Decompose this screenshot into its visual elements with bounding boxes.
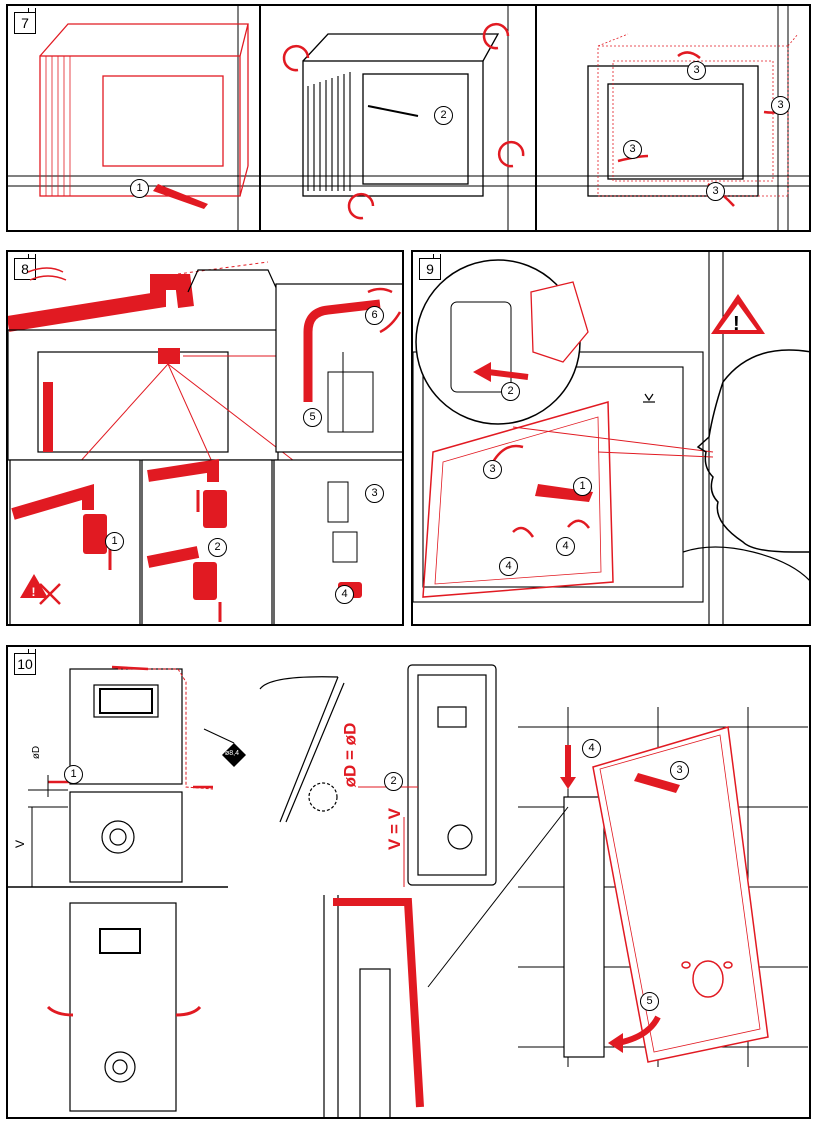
- step-number: 7: [14, 8, 36, 34]
- callout-2: 2: [501, 382, 520, 401]
- step-8-illustration: !: [8, 261, 402, 624]
- callout-3: 3: [365, 484, 384, 503]
- svg-text:!: !: [32, 585, 36, 599]
- level-icon: [643, 393, 655, 403]
- callout-4: 4: [499, 557, 518, 576]
- drill-size-label: ø8,4: [225, 750, 240, 757]
- step-9-illustration: !: [413, 252, 809, 624]
- dimension-d-label: øD: [31, 745, 43, 760]
- step-number: 9: [419, 254, 441, 280]
- callout-1: 1: [64, 765, 83, 784]
- callout-4: 4: [582, 739, 601, 758]
- callout-4: 4: [335, 585, 354, 604]
- step-number: 10: [14, 649, 36, 675]
- svg-text:!: !: [733, 313, 740, 335]
- diameter-equality-label: øD = øD: [340, 722, 360, 788]
- callout-5: 5: [303, 408, 322, 427]
- step-7-panel: 7: [6, 4, 811, 232]
- callout-4: 4: [556, 537, 575, 556]
- callout-2: 2: [384, 772, 403, 791]
- callout-2: 2: [434, 106, 453, 125]
- callout-3: 3: [483, 460, 502, 479]
- callout-2: 2: [208, 538, 227, 557]
- warning-icon: !: [20, 574, 48, 599]
- step-10-panel: 10: [6, 645, 811, 1119]
- callout-3: 3: [623, 140, 642, 159]
- callout-1: 1: [105, 532, 124, 551]
- callout-3: 3: [706, 182, 725, 201]
- callout-5: 5: [640, 992, 659, 1011]
- step-8-panel: 8 !: [6, 250, 404, 626]
- callout-1: 1: [130, 179, 149, 198]
- callout-6: 6: [365, 306, 384, 325]
- step-number: 8: [14, 254, 36, 280]
- callout-3: 3: [771, 96, 790, 115]
- callout-3: 3: [670, 761, 689, 780]
- warning-icon: !: [711, 294, 765, 335]
- callout-3: 3: [687, 61, 706, 80]
- step-9-panel: 9 ! 1 2 3 4 4: [411, 250, 811, 626]
- height-equality-label: V = V: [385, 807, 405, 851]
- step-7-illustration: [8, 6, 809, 230]
- dimension-v-label: V: [13, 839, 28, 849]
- drill-bit-icon: [203, 728, 246, 767]
- step-10-illustration: [8, 664, 808, 1117]
- callout-1: 1: [573, 477, 592, 496]
